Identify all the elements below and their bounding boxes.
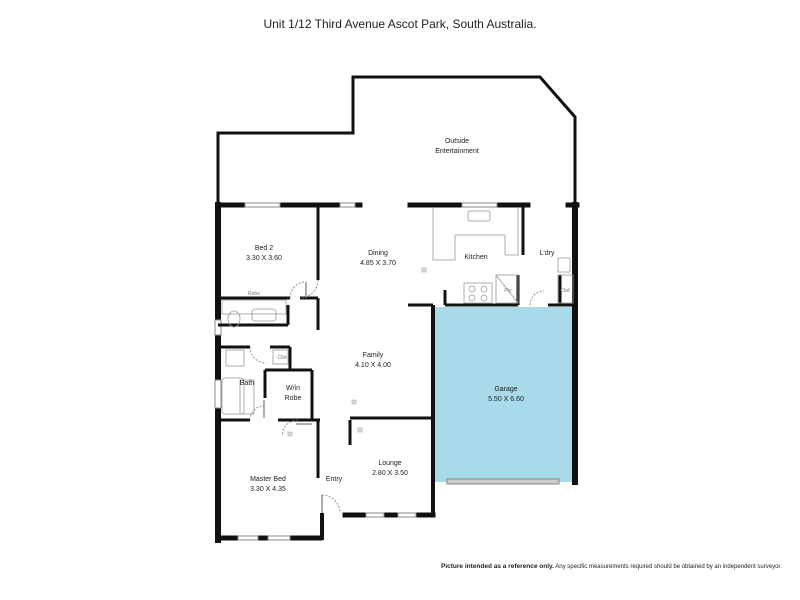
entry-label: Entry: [326, 476, 343, 483]
outside-label-1: Outside: [445, 138, 469, 145]
family-dims: 4.10 X 4.00: [355, 362, 391, 369]
ldry-label: L'dry: [540, 250, 555, 257]
interior-walls: [218, 205, 575, 478]
outside-entertainment-outline: [216, 75, 577, 203]
door-leaves: [263, 282, 323, 513]
lounge-dims: 2.80 X 3.50: [372, 470, 408, 477]
master-bed-dims: 3.30 X 4.35: [250, 486, 286, 493]
bath-label: Bath: [240, 380, 255, 387]
cbd2-label: Cbd: [560, 288, 569, 294]
dining-dims: 4.85 X 3.70: [360, 260, 396, 267]
kitchen-benches: [432, 207, 574, 304]
cbd-label: Cbd: [277, 355, 286, 361]
garage-dims: 5.50 X 6.60: [488, 396, 524, 403]
bathroom-fixtures: [221, 299, 289, 415]
plan-title: Unit 1/12 Third Avenue Ascot Park, South…: [263, 17, 537, 31]
robe-label: Robe: [248, 291, 260, 297]
lounge-label: Lounge: [378, 460, 401, 467]
pty-label: Pty: [504, 288, 512, 294]
windows: [214, 202, 560, 541]
family-label: Family: [363, 352, 384, 359]
dining-label: Dining: [368, 250, 388, 257]
bed2-label: Bed 2: [255, 245, 273, 252]
master-bed-label: Master Bed: [250, 476, 286, 483]
winrobe-label-2: Robe: [285, 395, 302, 402]
outside-label-2: Entertainment: [435, 148, 479, 155]
kitchen-label: Kitchen: [464, 254, 487, 261]
garage-area: [433, 307, 573, 482]
bed2-dims: 3.30 X 3.60: [246, 255, 282, 262]
outer-walls: [215, 202, 580, 543]
disclaimer-rest: Any specific measurements required shoul…: [555, 564, 782, 570]
disclaimer-bold: Picture intended as a reference only.: [441, 563, 554, 570]
garage-label: Garage: [494, 386, 517, 393]
door-swings: [249, 279, 545, 514]
outlets: [287, 267, 427, 437]
winrobe-label-1: W/in: [286, 385, 300, 392]
disclaimer-note: Picture intended as a reference only. An…: [441, 563, 796, 571]
